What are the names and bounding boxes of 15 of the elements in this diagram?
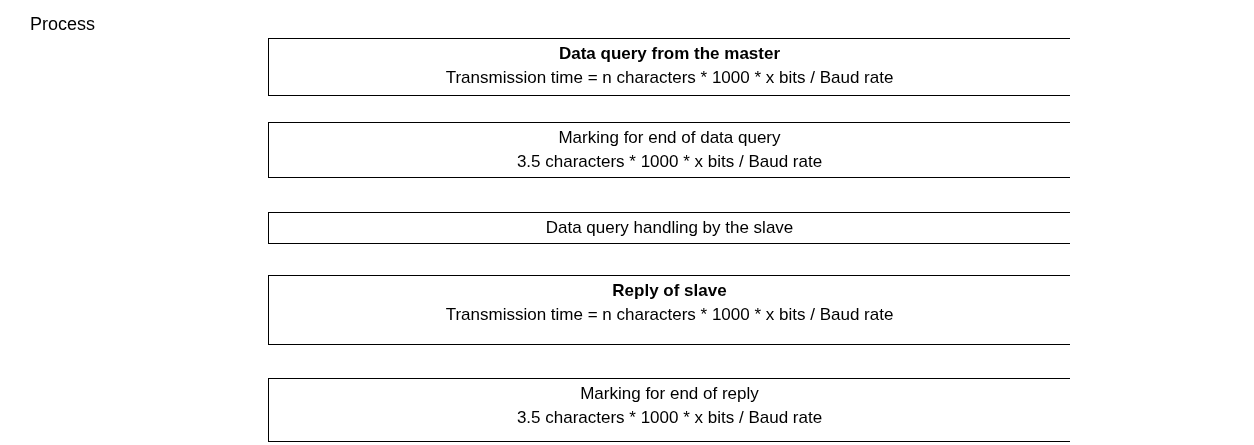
step-text: Marking for end of data query	[558, 127, 781, 149]
process-bar	[268, 38, 1070, 96]
step-text: Transmission time = n characters * 1000 * x bits / Baud rate	[445, 67, 894, 89]
step-text: Marking for end of reply	[580, 383, 759, 405]
step-text: Data query handling by the slave	[545, 217, 794, 239]
process-bar	[268, 212, 1070, 244]
step-heading: Data query from the master	[558, 43, 781, 65]
step-text: 3.5 characters * 1000 * x bits / Baud rate	[516, 151, 823, 173]
process-bar	[268, 275, 1070, 345]
step-text: Transmission time = n characters * 1000 * x bits / Baud rate	[445, 304, 894, 326]
step-heading: Reply of slave	[612, 280, 727, 302]
process-bar	[268, 122, 1070, 178]
process-bar	[268, 378, 1070, 442]
axis-label: Process	[30, 14, 96, 35]
step-text: 3.5 characters * 1000 * x bits / Baud rate	[516, 407, 823, 429]
